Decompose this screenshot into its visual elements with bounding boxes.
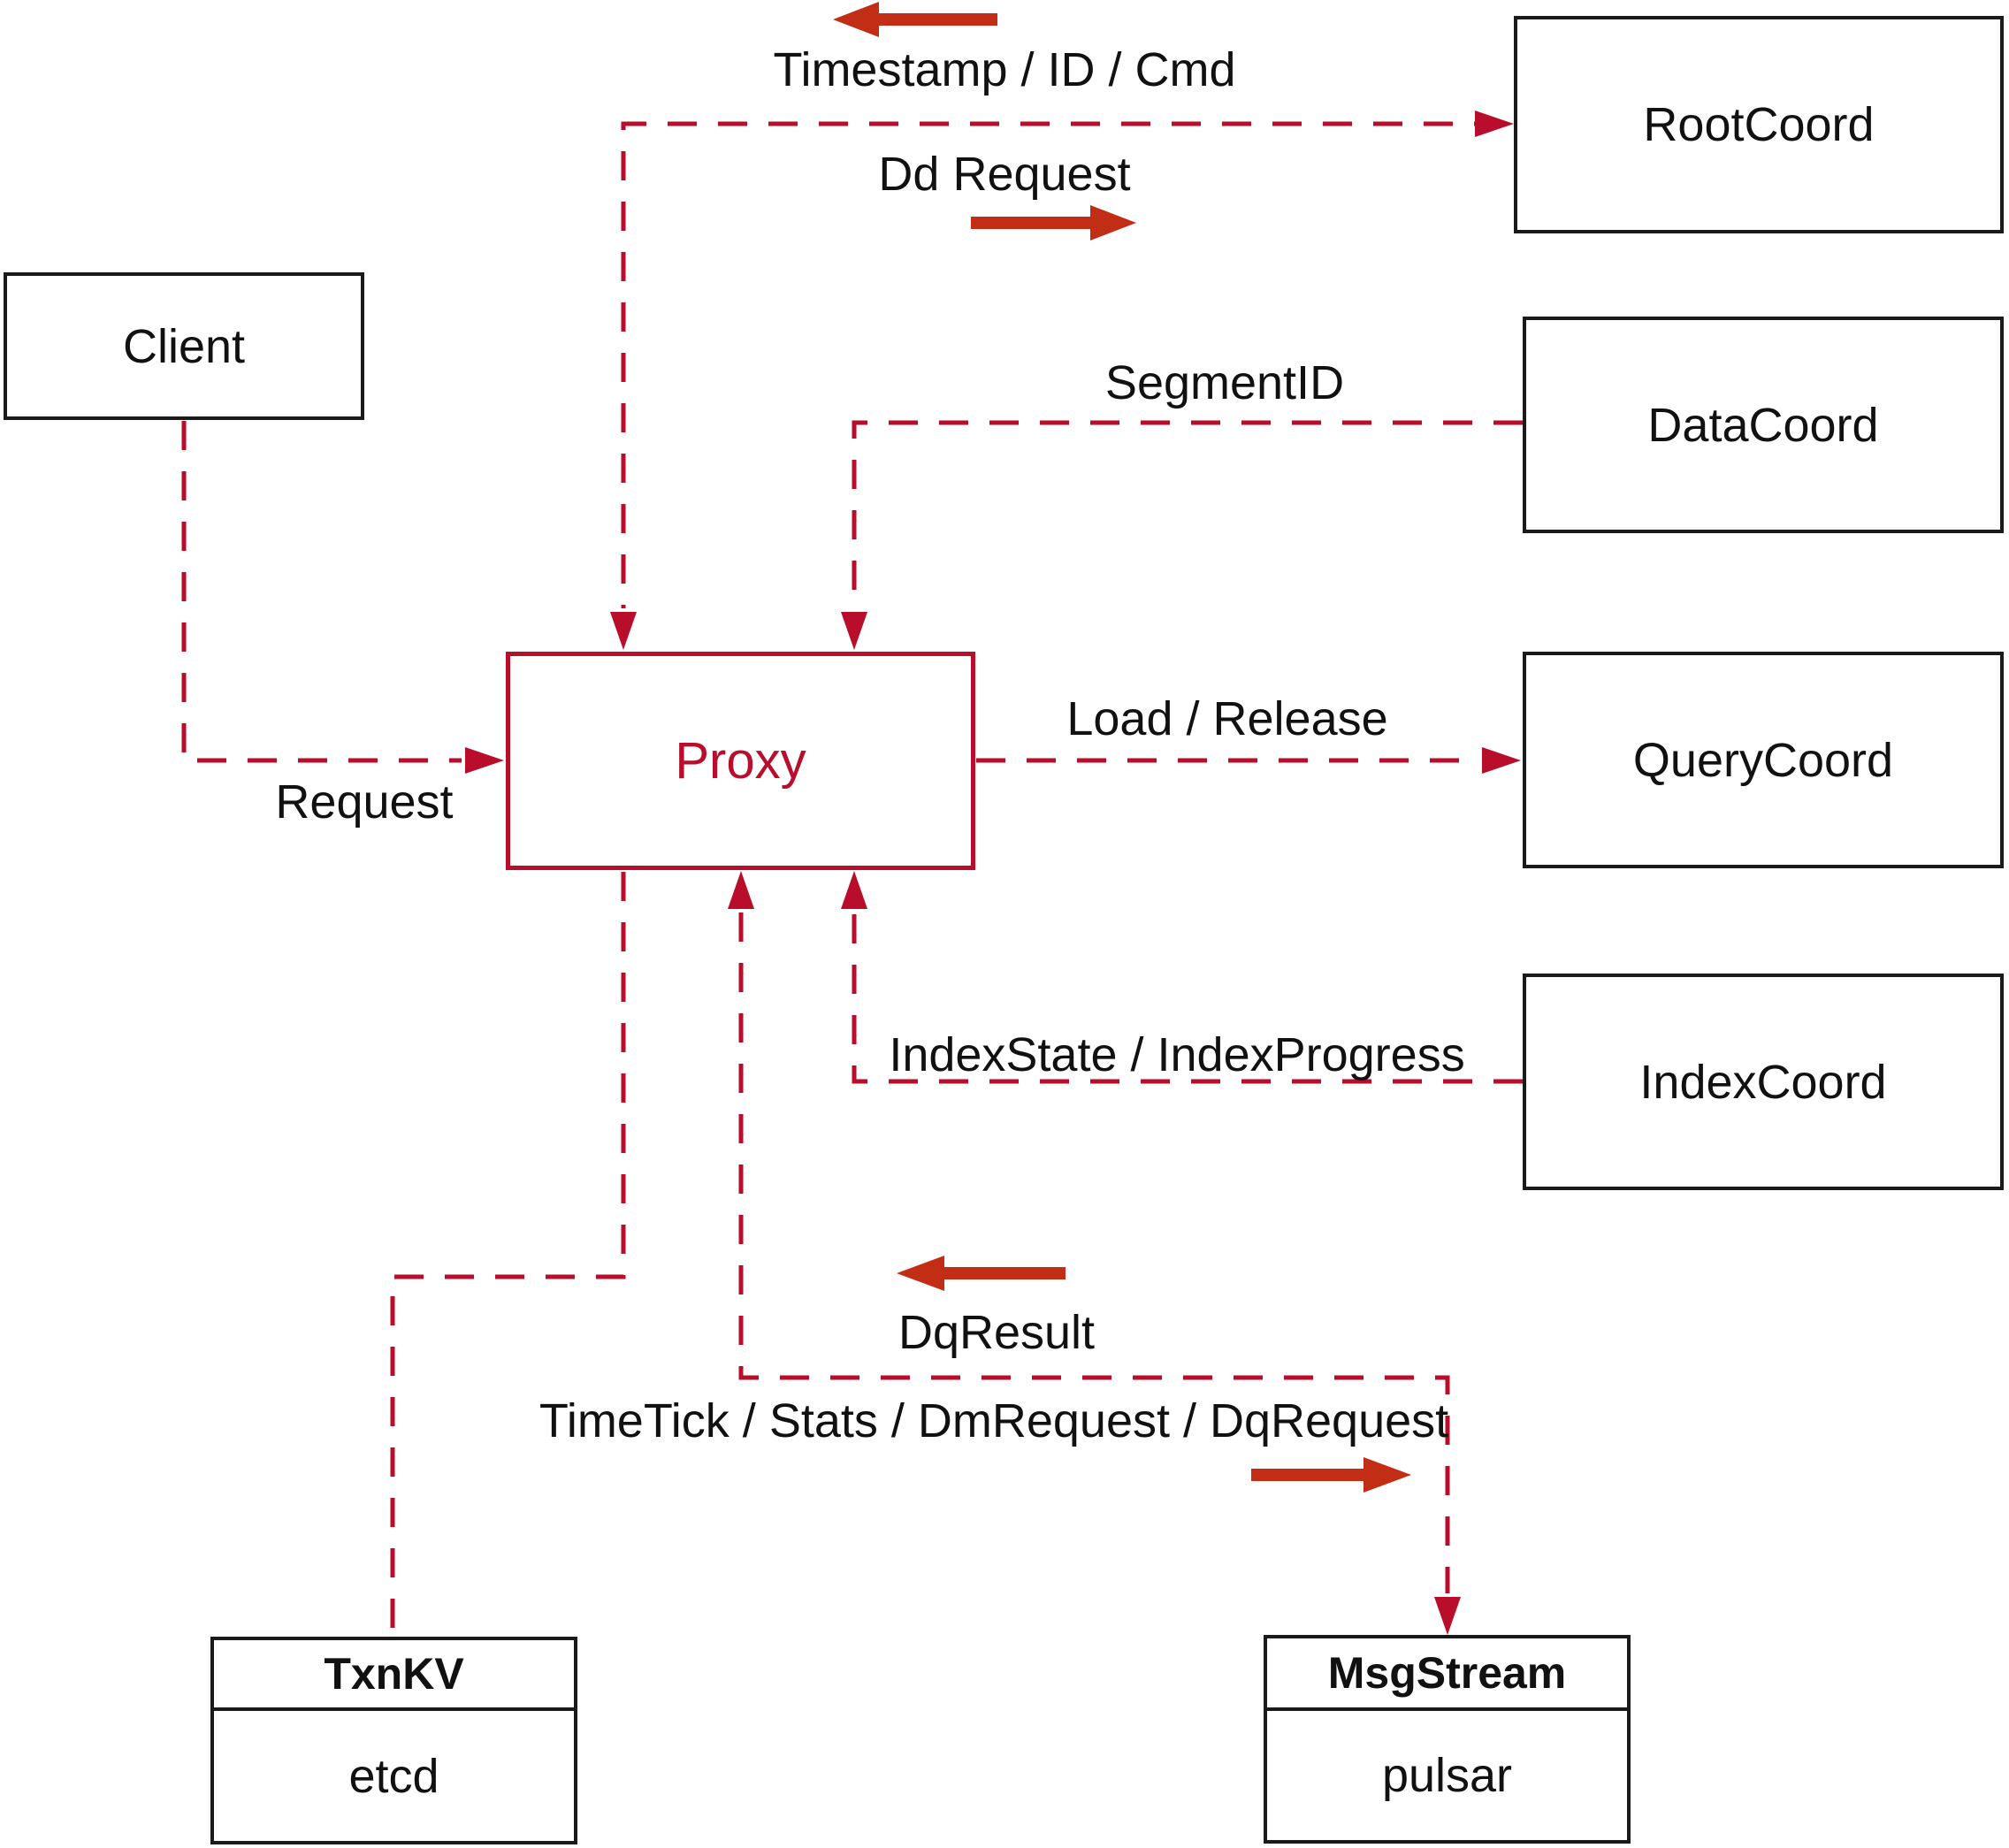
arrowhead-into-proxy-bottom-mid <box>728 871 754 909</box>
edge-label-segment-id: SegmentID <box>1104 356 1345 409</box>
direction-arrowhead-right-dq-request <box>1364 1457 1411 1493</box>
node-txnkv-title: TxnKV <box>214 1640 574 1711</box>
edge-label-indexstate-indexprogress: IndexState / IndexProgress <box>889 1028 1465 1081</box>
edge-client-proxy <box>181 421 462 763</box>
direction-arrowhead-left-timestamp <box>833 2 879 37</box>
node-proxy-label: Proxy <box>675 732 806 790</box>
arrowhead-into-proxy-top-right <box>841 612 867 650</box>
edge-proxy-msgstream <box>738 913 1450 1593</box>
arrowhead-into-proxy-top-left <box>610 612 637 650</box>
node-datacoord: DataCoord <box>1523 317 2004 533</box>
edge-label-load-release: Load / Release <box>1066 692 1388 745</box>
direction-arrowhead-right-dd-request <box>1090 205 1136 241</box>
node-querycoord: QueryCoord <box>1523 652 2004 868</box>
node-rootcoord-label: RootCoord <box>1643 98 1875 151</box>
arrowhead-into-proxy-bottom-right <box>841 871 867 909</box>
node-rootcoord: RootCoord <box>1514 16 2004 233</box>
node-txnkv: TxnKV etcd <box>210 1637 577 1844</box>
node-msgstream-subtitle: pulsar <box>1381 1749 1513 1802</box>
edge-label-request: Request <box>275 775 454 829</box>
edge-proxy-txnkv <box>390 872 626 1634</box>
node-txnkv-subtitle: etcd <box>348 1749 439 1803</box>
node-client-label: Client <box>122 319 246 373</box>
edge-datacoord-proxy <box>852 420 1523 608</box>
edge-label-dq-result: DqResult <box>898 1306 1096 1359</box>
edge-label-dd-request: Dd Request <box>878 148 1131 201</box>
node-proxy: Proxy <box>506 652 975 870</box>
edge-label-timetick-stats-dmrequest-dqrequest: TimeTick / Stats / DmRequest / DqRequest <box>539 1394 1449 1447</box>
node-querycoord-label: QueryCoord <box>1632 733 1894 787</box>
node-msgstream-title: MsgStream <box>1267 1638 1627 1711</box>
node-indexcoord-label: IndexCoord <box>1639 1055 1887 1109</box>
node-datacoord-label: DataCoord <box>1647 398 1879 452</box>
node-msgstream: MsgStream pulsar <box>1264 1635 1631 1844</box>
node-indexcoord: IndexCoord <box>1523 974 2004 1190</box>
arrowhead-into-proxy-left <box>465 747 504 774</box>
direction-arrowhead-left-dq-result <box>897 1256 944 1291</box>
node-client: Client <box>4 272 364 420</box>
arrowhead-into-querycoord <box>1482 747 1521 774</box>
arrowhead-into-msgstream <box>1434 1597 1461 1635</box>
arrowhead-into-rootcoord <box>1475 111 1514 137</box>
edge-label-timestamp-id-cmd: Timestamp / ID / Cmd <box>773 43 1236 96</box>
